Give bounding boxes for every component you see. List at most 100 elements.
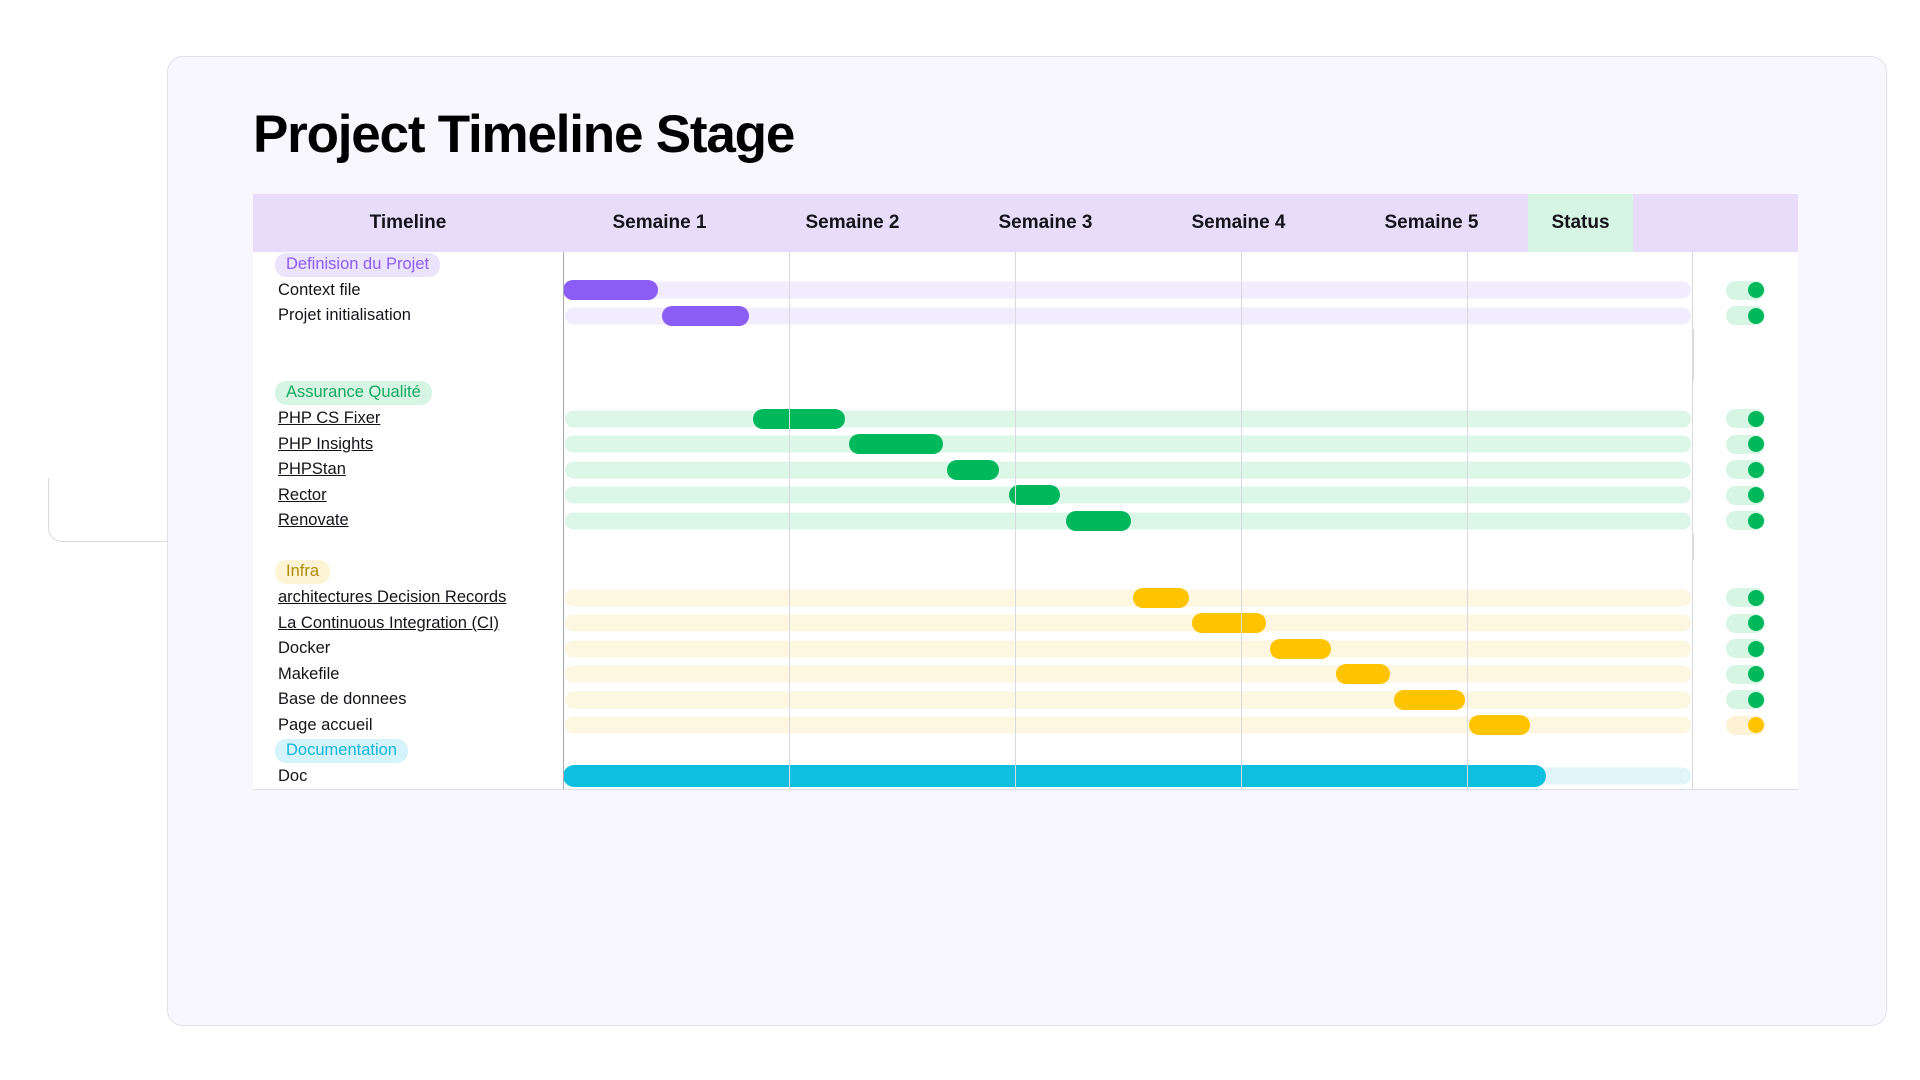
task-bar[interactable] <box>848 434 943 455</box>
status-cell <box>1693 457 1798 483</box>
status-cell <box>1693 687 1798 713</box>
task-bar[interactable] <box>662 305 750 326</box>
header-timeline: Timeline <box>369 212 447 233</box>
status-cell <box>1693 380 1798 406</box>
timeline-lane <box>563 457 1693 483</box>
status-cell <box>1693 712 1798 738</box>
task-bar[interactable] <box>1132 587 1190 608</box>
status-toggle[interactable] <box>1726 690 1765 710</box>
timeline-lane <box>563 662 1693 688</box>
group-label-chip: Assurance Qualité <box>275 381 432 406</box>
spacer-row <box>253 534 1798 560</box>
task-bar[interactable] <box>1393 689 1465 710</box>
task-bar[interactable] <box>1270 638 1332 659</box>
timeline-lane <box>563 252 1693 278</box>
timeline-lane <box>563 713 1693 739</box>
task-bar[interactable] <box>563 765 1547 788</box>
task-bar[interactable] <box>947 459 1000 480</box>
task-label: Doc <box>278 766 308 785</box>
task-row: La Continuous Integration (CI) <box>253 610 1798 636</box>
task-row: Renovate <box>253 508 1798 534</box>
task-track <box>565 281 1691 299</box>
spacer-row <box>253 355 1798 381</box>
status-cell <box>1693 661 1798 687</box>
name-column-divider <box>563 252 564 789</box>
status-toggle[interactable] <box>1726 306 1765 326</box>
status-toggle[interactable] <box>1726 280 1765 300</box>
status-cell <box>1693 406 1798 432</box>
task-bar[interactable] <box>1192 613 1266 634</box>
timeline-lane <box>563 381 1693 407</box>
task-track <box>565 614 1691 632</box>
timeline-lane <box>563 303 1693 329</box>
task-track <box>565 665 1691 683</box>
toggle-knob <box>1747 640 1764 657</box>
task-row: Rector <box>253 482 1798 508</box>
status-toggle[interactable] <box>1726 639 1765 659</box>
toggle-knob <box>1747 410 1764 427</box>
status-cell <box>1693 508 1798 534</box>
task-label: Projet initialisation <box>278 306 411 325</box>
task-row: architectures Decision Records <box>253 585 1798 611</box>
status-toggle[interactable] <box>1726 664 1765 684</box>
task-track <box>565 640 1691 658</box>
task-label[interactable]: Rector <box>278 485 327 504</box>
toggle-knob <box>1747 307 1764 324</box>
task-bar[interactable] <box>752 408 846 429</box>
task-bar[interactable] <box>563 280 658 301</box>
timeline-lane <box>563 764 1693 790</box>
status-toggle[interactable] <box>1726 409 1765 429</box>
task-label: Makefile <box>278 664 340 683</box>
status-toggle[interactable] <box>1726 460 1765 480</box>
toggle-knob <box>1747 589 1764 606</box>
task-bar[interactable] <box>1469 715 1531 736</box>
task-label[interactable]: La Continuous Integration (CI) <box>278 613 500 632</box>
status-cell <box>1693 636 1798 662</box>
task-track <box>565 589 1691 607</box>
timeline-lane <box>563 560 1693 586</box>
task-label[interactable]: Renovate <box>278 511 349 530</box>
status-toggle[interactable] <box>1726 715 1765 735</box>
task-label[interactable]: architectures Decision Records <box>278 588 507 607</box>
group-label-cell: Definision du Projet <box>253 252 563 277</box>
task-bar[interactable] <box>1335 664 1391 685</box>
toggle-knob <box>1747 487 1764 504</box>
task-row: Context file <box>253 277 1798 303</box>
task-label[interactable]: PHP CS Fixer <box>278 409 381 428</box>
spacer-row <box>253 329 1798 355</box>
header-status: Status <box>1528 194 1633 252</box>
task-bar[interactable] <box>1009 485 1061 506</box>
task-bar[interactable] <box>1065 510 1132 531</box>
timeline-lane <box>563 585 1693 611</box>
task-row: Docker <box>253 636 1798 662</box>
timeline-lane <box>563 636 1693 662</box>
status-cell <box>1693 482 1798 508</box>
toggle-knob <box>1747 691 1764 708</box>
timeline-lane <box>563 432 1693 458</box>
status-toggle[interactable] <box>1726 485 1765 505</box>
status-toggle[interactable] <box>1726 511 1765 531</box>
status-cell <box>1693 585 1798 611</box>
page-title: Project Timeline Stage <box>253 105 795 164</box>
toggle-knob <box>1747 615 1764 632</box>
task-row: PHP CS Fixer <box>253 406 1798 432</box>
group-label-cell: Assurance Qualité <box>253 381 563 406</box>
task-row: PHP Insights <box>253 431 1798 458</box>
task-label: Context file <box>278 280 361 299</box>
toggle-knob <box>1747 436 1764 453</box>
toggle-knob <box>1747 666 1764 683</box>
task-label[interactable]: PHPStan <box>278 460 346 479</box>
timeline-lane <box>563 687 1693 713</box>
header-semaine-5: Semaine 5 <box>1384 212 1479 233</box>
status-toggle[interactable] <box>1726 613 1765 633</box>
status-toggle[interactable] <box>1726 434 1765 454</box>
status-cell <box>1693 431 1798 457</box>
task-row: Makefile <box>253 661 1798 688</box>
status-toggle[interactable] <box>1726 588 1765 608</box>
header-semaine-1: Semaine 1 <box>612 212 707 233</box>
task-label[interactable]: PHP Insights <box>278 434 374 453</box>
group-row: Documentation <box>253 738 1798 764</box>
task-track <box>565 716 1691 734</box>
task-track <box>565 410 1691 428</box>
